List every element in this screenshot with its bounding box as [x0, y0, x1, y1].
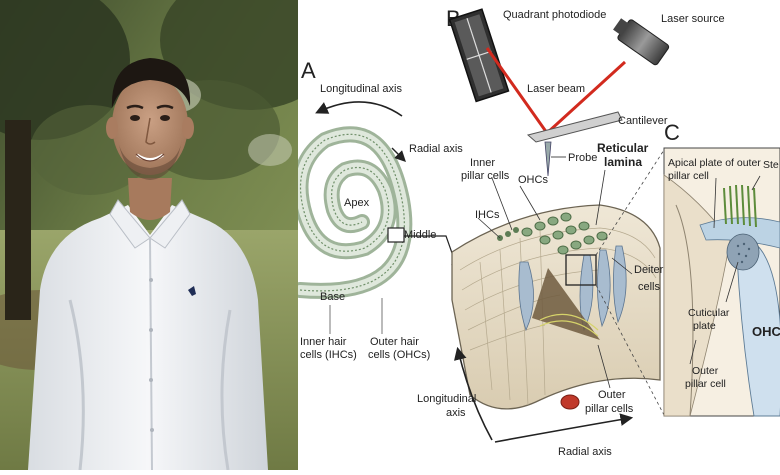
ohc-bodies	[579, 245, 627, 332]
label-ohc: OHC	[752, 324, 780, 339]
label-longitudinal-axis: Longitudinal axis	[320, 83, 402, 95]
laser-source	[613, 18, 670, 66]
label-laser-beam: Laser beam	[527, 83, 585, 95]
label-base: Base	[320, 291, 345, 303]
label-cuticular-2: plate	[693, 320, 716, 332]
tunnel-of-corti	[532, 268, 600, 340]
label-radial-axis: Radial axis	[409, 143, 463, 155]
label-outer-hair-cells-2: cells (OHCs)	[368, 349, 430, 361]
label-apex: Apex	[344, 197, 370, 209]
ohc-body	[735, 235, 780, 417]
label-ste: Ste	[763, 159, 779, 171]
hair	[111, 58, 191, 108]
blood-vessel	[560, 394, 580, 410]
cantilever	[526, 111, 623, 143]
radial-axis-arrow-b	[494, 413, 634, 443]
hair-cell-row	[497, 212, 608, 255]
stereocilia	[723, 184, 757, 228]
face	[112, 75, 188, 175]
panel-c-letter: C	[664, 120, 680, 145]
white-shirt	[28, 205, 268, 470]
label-reticular-1: Reticular	[597, 141, 649, 155]
label-outer-pillar-c-1: Outer	[692, 365, 719, 377]
label-deiters-2: cells	[638, 281, 661, 293]
label-cuticular-1: Cuticular	[688, 307, 730, 319]
label-outer-hair-cells-1: Outer hair	[370, 336, 419, 348]
quadrant-photodiode	[448, 8, 510, 103]
label-apical-1: Apical plate of outer	[668, 157, 761, 169]
panel-b: B Quadrant photodiode Laser source Laser…	[417, 6, 725, 458]
label-ihcs: IHCs	[475, 209, 500, 221]
figure-svg: A Longitudinal axis Apex Radial axis Mid…	[292, 6, 780, 458]
shirt-logo	[188, 286, 196, 296]
label-inner-hair-cells-2: cells (IHCs)	[300, 349, 357, 361]
label-quadrant-photodiode: Quadrant photodiode	[503, 9, 606, 21]
label-inner-pillar-2: pillar cells	[461, 170, 510, 182]
label-laser-source: Laser source	[661, 13, 725, 25]
label-ohcs: OHCs	[518, 174, 548, 186]
panel-c: C	[663, 120, 780, 417]
probe	[544, 141, 552, 177]
label-outer-pillar-c-2: pillar cell	[685, 378, 726, 390]
longitudinal-axis-arrow-b	[454, 346, 493, 441]
middle-to-b-arrow	[404, 235, 461, 273]
label-inner-hair-cells-1: Inner hair	[300, 336, 347, 348]
cochlea-afm-figure: A Longitudinal axis Apex Radial axis Mid…	[292, 0, 780, 470]
label-inner-pillar-1: Inner	[470, 157, 495, 169]
portrait-illustration	[0, 0, 298, 470]
label-radial-axis-b: Radial axis	[558, 446, 612, 458]
middle-box	[387, 227, 405, 243]
label-outer-pillar-2: pillar cells	[585, 403, 634, 415]
cuticular-plate	[726, 233, 760, 271]
label-middle: Middle	[404, 229, 436, 241]
label-outer-pillar-1: Outer	[598, 389, 626, 401]
label-apical-2: pillar cell	[668, 170, 709, 182]
label-cantilever: Cantilever	[618, 115, 668, 127]
cochlea-spiral	[292, 126, 413, 299]
longitudinal-axis-arrow	[315, 101, 403, 117]
label-longitudinal-b-2: axis	[446, 407, 466, 419]
label-reticular-2: lamina	[604, 155, 642, 169]
panel-a: A Longitudinal axis Apex Radial axis Mid…	[292, 58, 463, 361]
label-longitudinal-b-1: Longitudinal	[417, 393, 476, 405]
label-deiters-1: Deiters	[634, 264, 669, 276]
tree-trunk	[5, 120, 31, 320]
focus-box	[565, 254, 597, 286]
portrait-photo	[0, 0, 298, 470]
label-probe: Probe	[568, 152, 597, 164]
panel-a-letter: A	[301, 58, 316, 83]
